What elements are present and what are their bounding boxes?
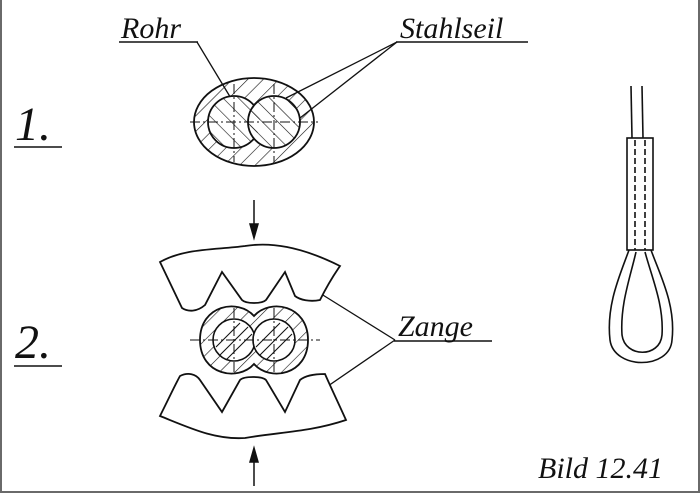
loop-side-view [608,85,674,364]
label-stahlseil: Stahlseil [400,12,503,45]
label-rohr: Rohr [120,12,181,45]
cable-loop-inner [620,251,663,354]
step-1-cross-section [190,77,318,167]
label-step-2: 2. [15,316,51,369]
figure-caption: Bild 12.41 [538,452,663,485]
cable-loop-outer [608,249,674,364]
label-step-1: 1. [15,98,51,151]
zange-upper-jaw [158,243,342,312]
pressed-sleeve [626,137,654,251]
press-arrows [249,200,259,486]
center-lines-2 [190,308,320,372]
zange-lower-jaw [158,373,348,440]
step-2-crimping [158,243,348,440]
center-lines [190,84,318,162]
label-zange: Zange [398,310,473,343]
